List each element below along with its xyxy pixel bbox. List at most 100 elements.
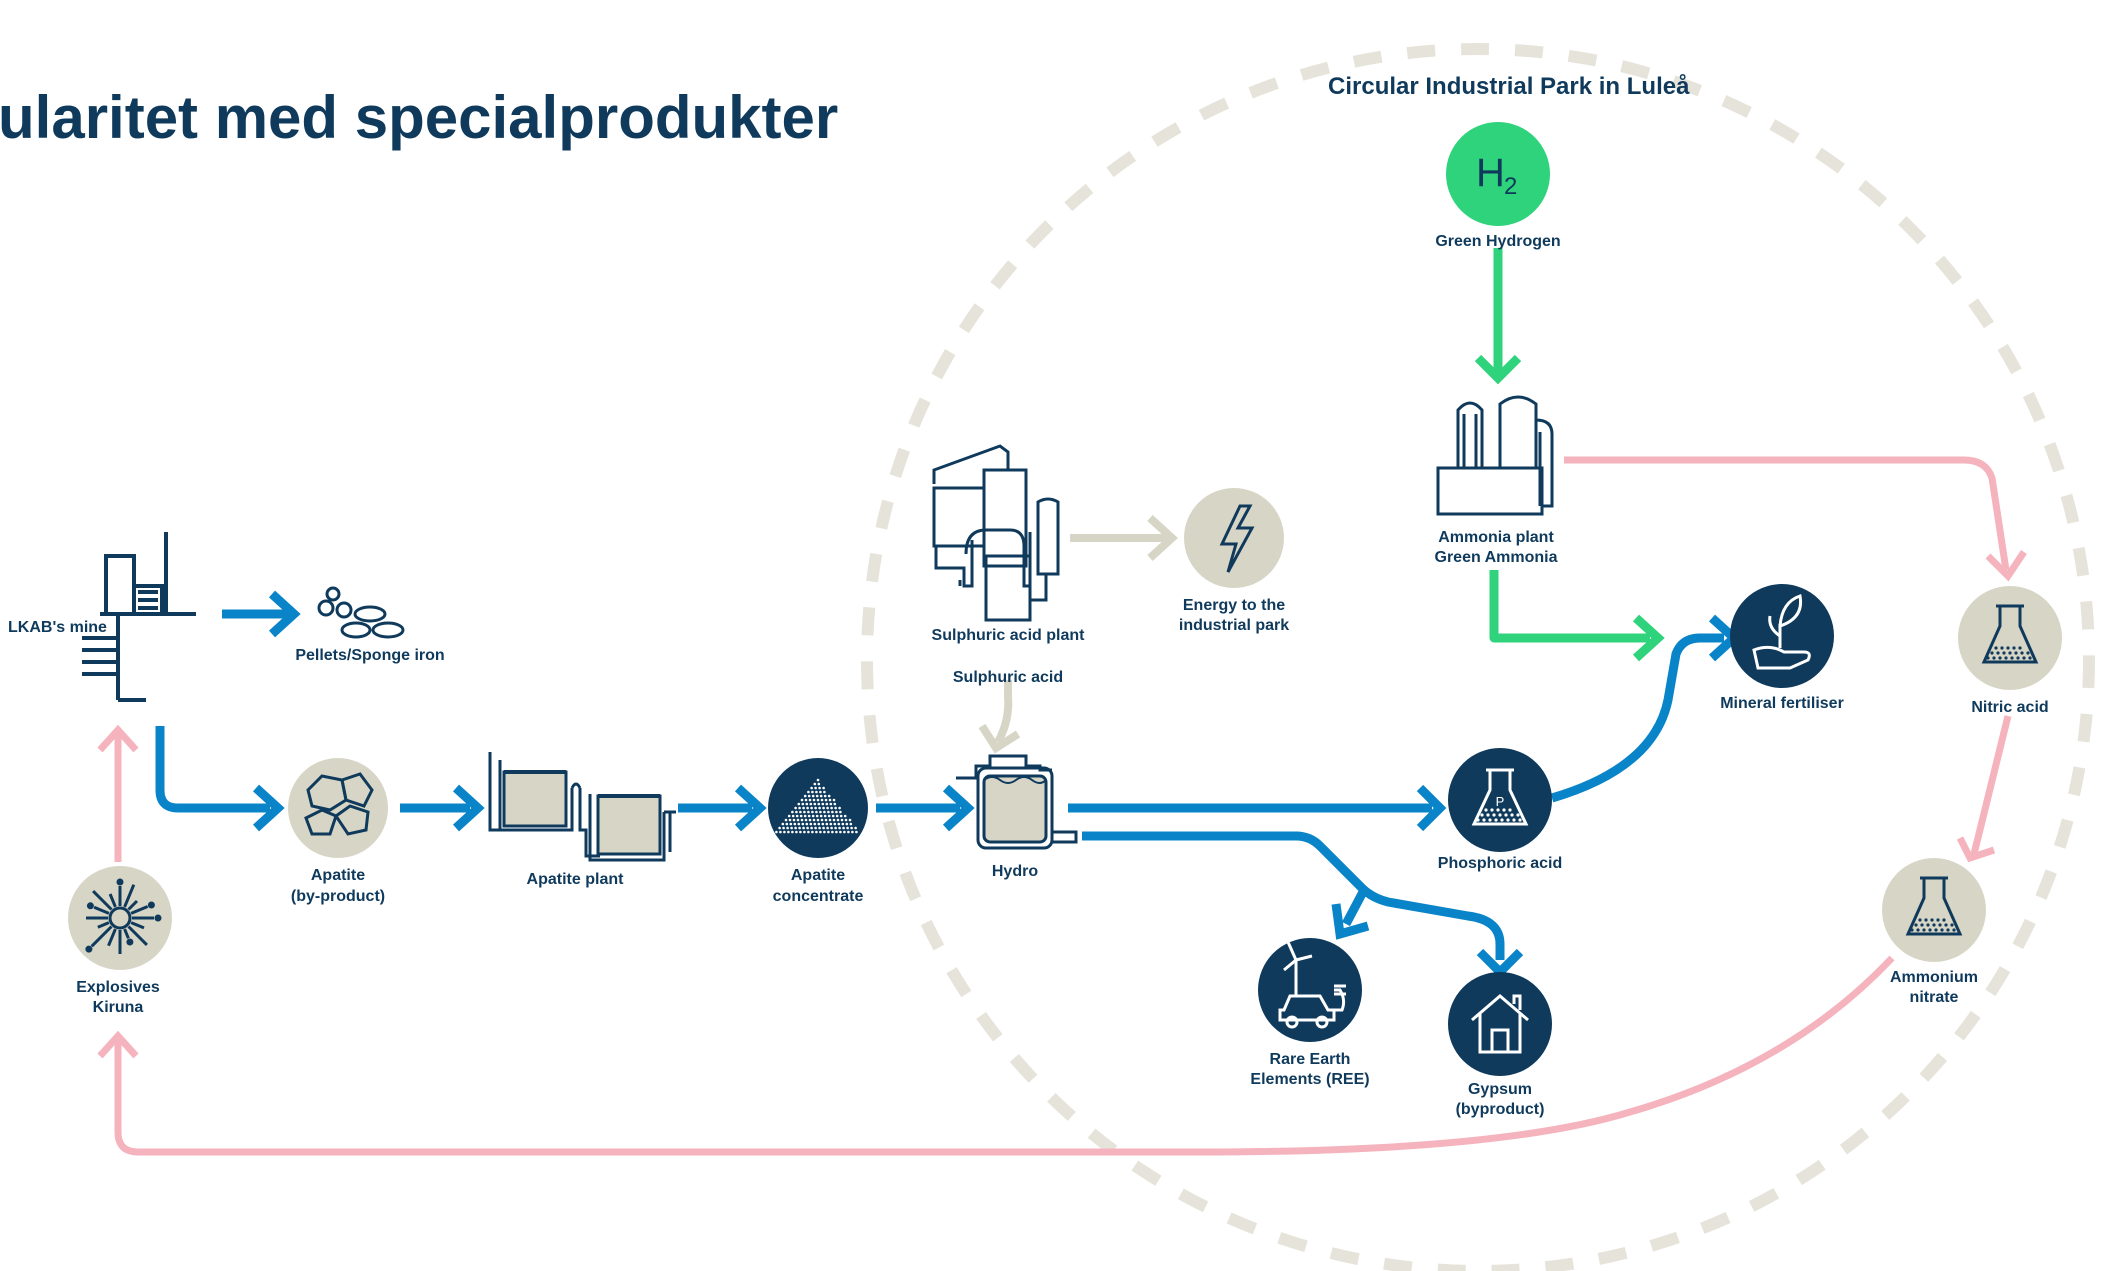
apatite-plant-node: Apatite plant: [488, 752, 676, 888]
powder-dot: [802, 806, 805, 810]
powder-dot: [817, 822, 821, 826]
flask-icon: [1905, 876, 1963, 936]
powder-dot: [840, 818, 844, 822]
explosion-ray: [97, 921, 110, 929]
powder-dot: [835, 810, 838, 814]
powder-dot: [805, 822, 809, 826]
explosion-ray: [90, 925, 113, 948]
flask-dot: [1498, 813, 1502, 817]
powder-dot: [831, 830, 834, 834]
lkab-mine-node: LKAB's mine: [8, 532, 196, 702]
flask-dot: [2022, 656, 2026, 660]
flask-dot: [2014, 651, 2018, 655]
arrow-head: [1331, 903, 1370, 940]
powder-dot: [848, 818, 852, 822]
powder-dot: [849, 822, 853, 826]
concentrate-circle: [768, 758, 868, 858]
powder-dot: [825, 822, 829, 826]
arrow-head: [1474, 354, 1522, 385]
concentrate-label-1: Apatite: [791, 867, 845, 884]
ammonium-label-2: nitrate: [1910, 989, 1959, 1006]
powder-dot: [830, 806, 833, 810]
powder-dot: [827, 814, 831, 818]
powder-dot: [823, 814, 827, 818]
flask-dot: [1512, 818, 1516, 822]
pink-flows: [97, 456, 2027, 1156]
powder-dot: [847, 830, 850, 834]
powder-dot: [843, 814, 847, 818]
nitric-acid-node: Nitric acid: [1958, 586, 2062, 716]
powder-dot: [807, 790, 810, 794]
powder-dot: [794, 806, 797, 810]
powder-dot: [815, 794, 819, 798]
powder-dot: [822, 826, 825, 830]
arrow-head: [97, 724, 139, 753]
ree-node: Rare Earth Elements (REE): [1250, 938, 1370, 1088]
powder-dot: [835, 830, 838, 834]
ammonia-plant-label-2: Green Ammonia: [1435, 549, 1558, 566]
flow-branch-to-ree: [1342, 887, 1368, 927]
flask-dot: [1486, 813, 1490, 817]
flask-dot: [1940, 928, 1944, 932]
flask-dot: [1996, 651, 2000, 655]
flask-dot: [1488, 818, 1492, 822]
hydro-node: Hydro: [956, 754, 1078, 880]
powder-dot: [787, 814, 791, 818]
powder-dot: [799, 814, 803, 818]
explosion-ray: [130, 921, 145, 930]
explosion-ray: [127, 925, 148, 946]
powder-dot: [793, 822, 797, 826]
hydrogen-subscript: 2: [1504, 173, 1517, 200]
powder-dot: [775, 830, 778, 834]
powder-dot: [831, 810, 834, 814]
powder-dot: [832, 818, 836, 822]
powder-dot: [817, 782, 821, 786]
flask-dot: [1998, 656, 2002, 660]
explosion-ray: [127, 899, 139, 911]
explosives-node: Explosives Kiruna: [68, 866, 172, 1016]
flask-dot: [1490, 808, 1494, 812]
energy-circle: [1184, 488, 1284, 588]
sulphuric-plant-label: Sulphuric acid plant: [932, 627, 1086, 644]
powder-dot: [810, 806, 813, 810]
explosion-ray: [108, 893, 117, 908]
flask-dot: [1516, 813, 1520, 817]
explosion-spark: [154, 914, 162, 922]
flask-dot: [1950, 923, 1954, 927]
gypsum-node: Gypsum (byproduct): [1448, 972, 1552, 1118]
powder-dot: [823, 794, 827, 798]
powder-dot: [816, 818, 820, 822]
powder-dot: [808, 798, 812, 802]
hydrogen-icon: H: [1476, 151, 1505, 195]
fertiliser-label: Mineral fertiliser: [1720, 695, 1844, 712]
powder-dot: [815, 810, 818, 814]
flask-dot: [1934, 928, 1938, 932]
powder-dot: [794, 826, 797, 830]
flask-dot: [1944, 923, 1948, 927]
flask-dot: [1922, 928, 1926, 932]
powder-dot: [811, 810, 814, 814]
flask-dot: [1506, 818, 1510, 822]
powder-dot: [818, 826, 821, 830]
powder-dot: [834, 826, 837, 830]
powder-dot: [815, 830, 818, 834]
powder-dot: [807, 814, 811, 818]
powder-dot: [838, 826, 841, 830]
powder-dot: [813, 802, 817, 806]
flow-hydro-to-ree-gypsum: [1082, 831, 1505, 960]
explosion-ray: [130, 905, 149, 915]
nitric-circle: [1958, 586, 2062, 690]
flask-dot: [1910, 928, 1914, 932]
powder-dot: [820, 798, 824, 802]
concentrate-label-2: concentrate: [773, 888, 864, 905]
powder-dot: [799, 830, 802, 834]
explosives-label-1: Explosives: [76, 979, 160, 996]
flow-mine-to-apatite: [155, 726, 270, 813]
flow-sulphuric-to-hydro-2: [994, 695, 1013, 744]
flask-dot: [1924, 918, 1928, 922]
arrow-head: [978, 723, 1021, 754]
powder-dot: [851, 830, 854, 834]
pellets-icon: [317, 586, 405, 639]
phosphoric-flask-letter: P: [1496, 794, 1505, 809]
powder-dot: [800, 798, 804, 802]
